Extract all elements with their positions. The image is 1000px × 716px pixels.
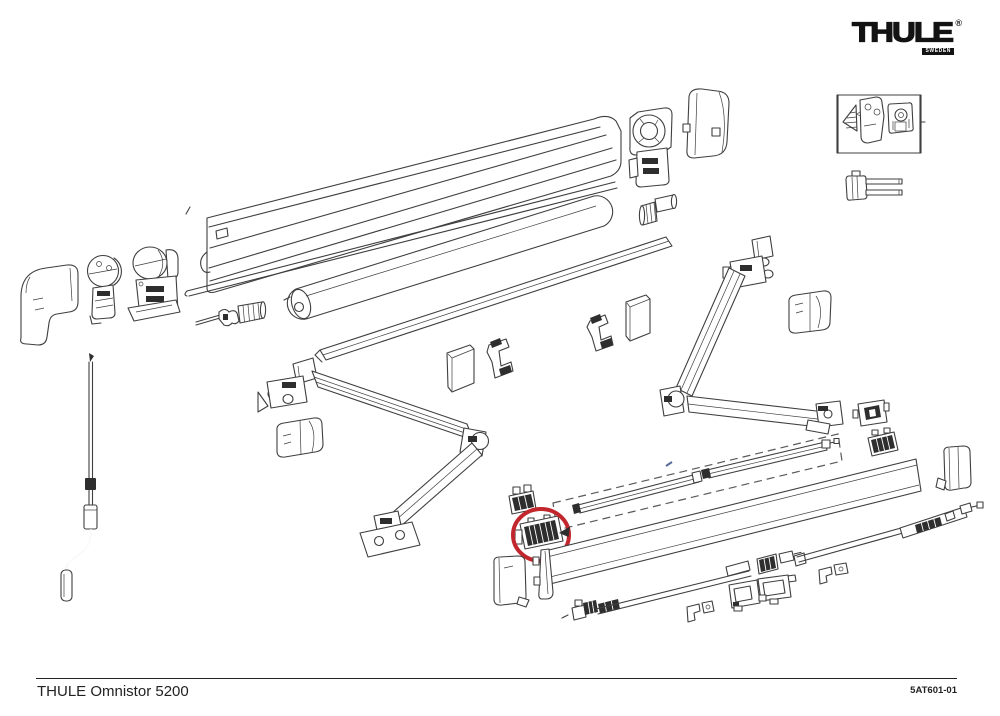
lead-rail-end-cap-left	[493, 555, 530, 608]
crank-rod-handle	[60, 353, 98, 602]
arm-foot-bracket-left	[359, 510, 421, 558]
arm-cover-cap-right	[788, 290, 832, 334]
awning-case-profile	[184, 115, 622, 297]
fabric-clamp-clip-a	[446, 344, 475, 393]
document-code: 5AT601-01	[910, 685, 957, 696]
lock-latch-assembly	[728, 574, 797, 612]
registered-mark: ®	[955, 18, 962, 28]
fork-joint-pin	[845, 170, 903, 201]
case-end-cover-left	[20, 264, 79, 346]
rail-slider-rear	[867, 427, 899, 457]
spring-pin-assembly	[195, 301, 267, 327]
thule-logo: THULE ® SWEDEN	[851, 16, 970, 60]
thule-wordmark: THULE	[851, 16, 954, 48]
tension-rafter-rod-front	[572, 470, 703, 514]
lead-rail-left-bracket	[532, 548, 554, 600]
gear-end-plate-left	[86, 254, 122, 325]
fabric-lead-strip	[314, 236, 673, 363]
exploded-diagram	[20, 88, 984, 623]
mounting-bracket-pair-right	[818, 562, 849, 585]
fabric-clamp-clip-c	[586, 314, 614, 352]
spring-arm-left	[257, 357, 490, 558]
gearbox-assembly-left	[127, 246, 181, 322]
tension-rafter-rod-rear	[701, 437, 840, 479]
case-end-cover-right	[682, 88, 730, 159]
rod-coupler-parts	[756, 550, 802, 575]
tension-rafter-slider	[514, 514, 564, 550]
lead-rail-end-cap-right	[935, 445, 972, 491]
mounting-bracket-pair-left	[686, 600, 715, 623]
tension-rod-assembly-rear	[793, 501, 984, 567]
arm-cover-cap-left	[276, 417, 324, 458]
product-title: THULE Omnistor 5200	[37, 683, 189, 700]
arm-foot-right	[805, 400, 844, 435]
thule-sweden-tag: SWEDEN	[922, 48, 954, 55]
drive-adapter	[638, 193, 678, 226]
mounting-detail-inset	[836, 94, 926, 154]
tension-rod-assembly-front	[561, 560, 752, 621]
spring-arm-right	[659, 235, 844, 435]
footer-divider	[36, 678, 957, 679]
fabric-clamp-clip-d	[625, 294, 651, 342]
wedge-part-icon	[842, 104, 858, 132]
u-clamp-icon	[887, 102, 914, 134]
fabric-clamp-clip-b	[486, 338, 514, 379]
bracket-plate-icon	[856, 96, 885, 144]
gear-unit-right	[628, 107, 673, 188]
u-mounting-bracket	[852, 399, 890, 427]
rafter-dashed-outline	[552, 433, 843, 531]
rafter-slider-bracket	[508, 484, 537, 515]
front-lead-rail-panel	[532, 458, 922, 600]
roller-tube	[283, 195, 614, 320]
